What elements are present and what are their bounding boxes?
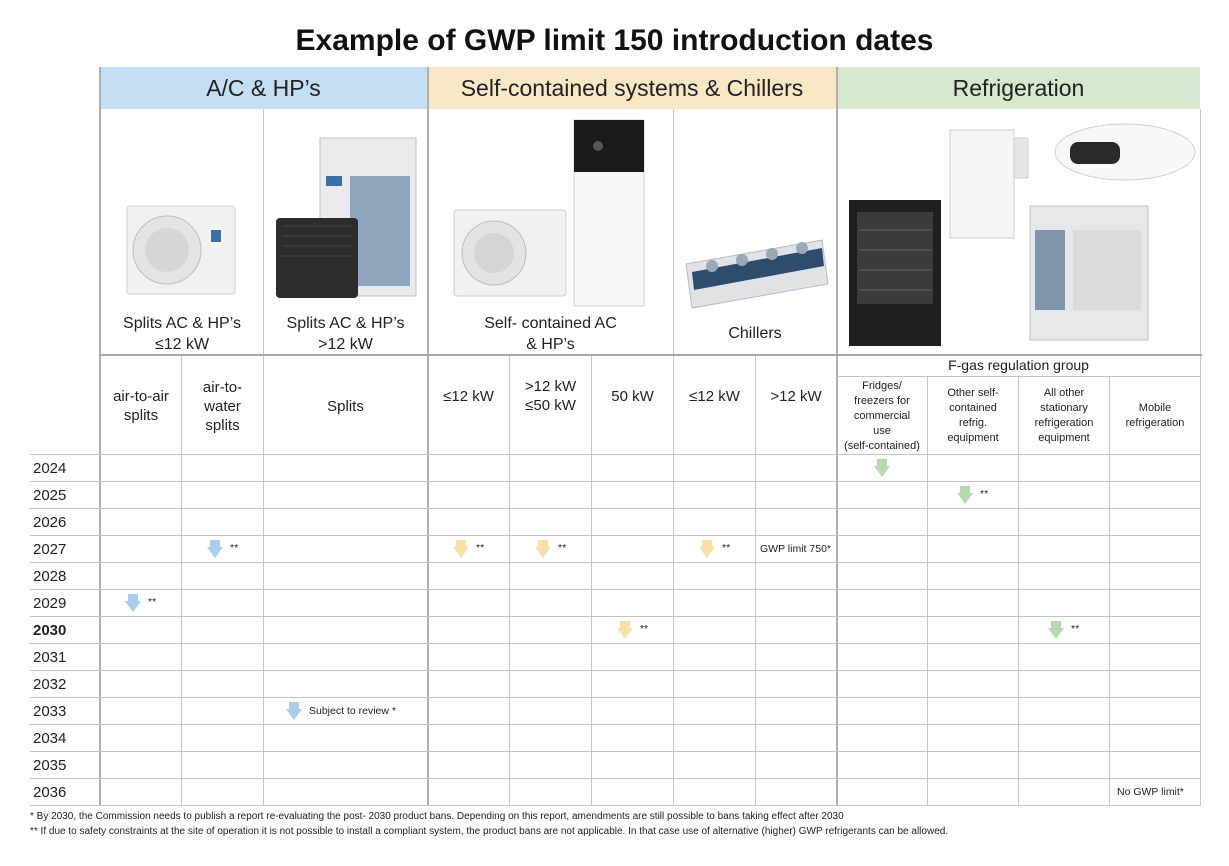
product-label-self-contained: Self- contained AC & HP’s — [484, 315, 617, 353]
divider — [927, 376, 928, 806]
double-star-note: ** — [722, 542, 731, 554]
divider — [30, 481, 1201, 482]
subheader-fridges: Fridges/ freezers for commercial use (se… — [844, 379, 920, 452]
down-arrow-icon — [957, 486, 973, 504]
subheader-sc-12-50: >12 kW ≤50 kW — [524, 378, 577, 414]
year-label: 2024 — [33, 460, 67, 477]
subheader-sc-50: 50 kW — [611, 387, 654, 405]
double-star-note: ** — [148, 596, 157, 608]
fgas-group-label: F-gas regulation group — [948, 357, 1089, 373]
down-arrow-icon — [125, 594, 141, 612]
gwp-limit-750-note: GWP limit 750* — [760, 543, 831, 555]
down-arrow-icon — [453, 540, 469, 558]
chiller-unit-image — [685, 239, 829, 309]
divider — [263, 109, 264, 806]
down-arrow-icon — [535, 540, 551, 558]
down-arrow-icon — [1048, 621, 1064, 639]
divider — [30, 697, 1201, 698]
down-arrow-icon — [874, 459, 890, 477]
divider — [30, 724, 1201, 725]
divider — [30, 616, 1201, 617]
divider — [591, 355, 592, 806]
subheader-air-to-air: air-to-air splits — [113, 388, 169, 424]
product-label-chillers: Chillers — [728, 325, 782, 342]
down-arrow-icon — [207, 540, 223, 558]
divider — [673, 109, 674, 806]
down-arrow-icon — [617, 621, 633, 639]
divider — [1018, 376, 1019, 806]
subheader-other-self-contained: Other self- contained refrig. equipment — [947, 387, 999, 444]
category-refrigeration: Refrigeration — [837, 67, 1200, 109]
year-label: 2025 — [33, 487, 67, 504]
year-label: 2033 — [33, 703, 67, 720]
divider — [30, 751, 1201, 752]
product-label-splits-small: Splits AC & HP’s ≤12 kW — [123, 315, 241, 353]
year-label: 2026 — [33, 514, 67, 531]
double-star-note: ** — [476, 542, 485, 554]
divider — [30, 562, 1201, 563]
year-label: 2031 — [33, 649, 67, 666]
subheader-all-other-stationary: All other stationary refrigeration equip… — [1034, 387, 1094, 444]
divider — [30, 454, 1201, 455]
double-star-note: ** — [1071, 623, 1080, 635]
subheader-splits: Splits — [327, 397, 364, 415]
divider — [836, 67, 838, 806]
page-title: Example of GWP limit 150 introduction da… — [295, 24, 934, 57]
down-arrow-icon — [286, 702, 302, 720]
divider — [1200, 109, 1201, 806]
double-star-note: ** — [230, 542, 239, 554]
divider — [30, 535, 1201, 536]
divider — [30, 670, 1201, 671]
divider — [30, 589, 1201, 590]
subheader-ch-gt12: >12 kW — [770, 387, 822, 405]
footnote-double-star: ** If due to safety constraints at the s… — [30, 826, 949, 837]
year-label: 2032 — [33, 676, 67, 693]
subheader-sc-le12: ≤12 kW — [443, 387, 494, 405]
refrigeration-units-image — [849, 123, 1196, 346]
divider — [30, 778, 1201, 779]
subheader-mobile: Mobile refrigeration — [1125, 402, 1185, 429]
year-label: 2027 — [33, 541, 67, 558]
year-label: 2029 — [33, 595, 67, 612]
divider — [837, 376, 1201, 377]
product-label-splits-large: Splits AC & HP’s >12 kW — [286, 315, 405, 353]
self-contained-unit-image — [453, 119, 645, 307]
double-star-note: ** — [980, 488, 989, 500]
double-star-note: ** — [558, 542, 567, 554]
divider — [1109, 376, 1110, 806]
divider — [755, 355, 756, 806]
divider — [181, 355, 182, 806]
subheader-air-to-water: air-to- water splits — [202, 378, 243, 434]
split-outdoor-unit-image — [126, 205, 236, 295]
divider — [30, 643, 1201, 644]
subject-to-review-note: Subject to review * — [309, 705, 396, 717]
year-label: 2034 — [33, 730, 67, 747]
category-self-contained-chillers: Self-contained systems & Chillers — [428, 67, 836, 109]
divider — [427, 67, 429, 806]
vrv-outdoor-unit-image — [276, 137, 417, 298]
divider — [99, 67, 101, 806]
category-ac-hp: A/C & HP’s — [100, 67, 427, 109]
divider — [509, 355, 510, 806]
double-star-note: ** — [640, 623, 649, 635]
footnote-single-star: * By 2030, the Commission needs to publi… — [30, 811, 844, 822]
divider — [30, 508, 1201, 509]
divider — [30, 805, 1201, 806]
year-label: 2028 — [33, 568, 67, 585]
year-label: 2036 — [33, 784, 67, 801]
down-arrow-icon — [699, 540, 715, 558]
subheader-ch-le12: ≤12 kW — [689, 387, 740, 405]
year-label: 2030 — [33, 622, 67, 639]
no-gwp-limit-note: No GWP limit* — [1117, 786, 1184, 798]
year-label: 2035 — [33, 757, 67, 774]
divider — [99, 354, 1202, 356]
